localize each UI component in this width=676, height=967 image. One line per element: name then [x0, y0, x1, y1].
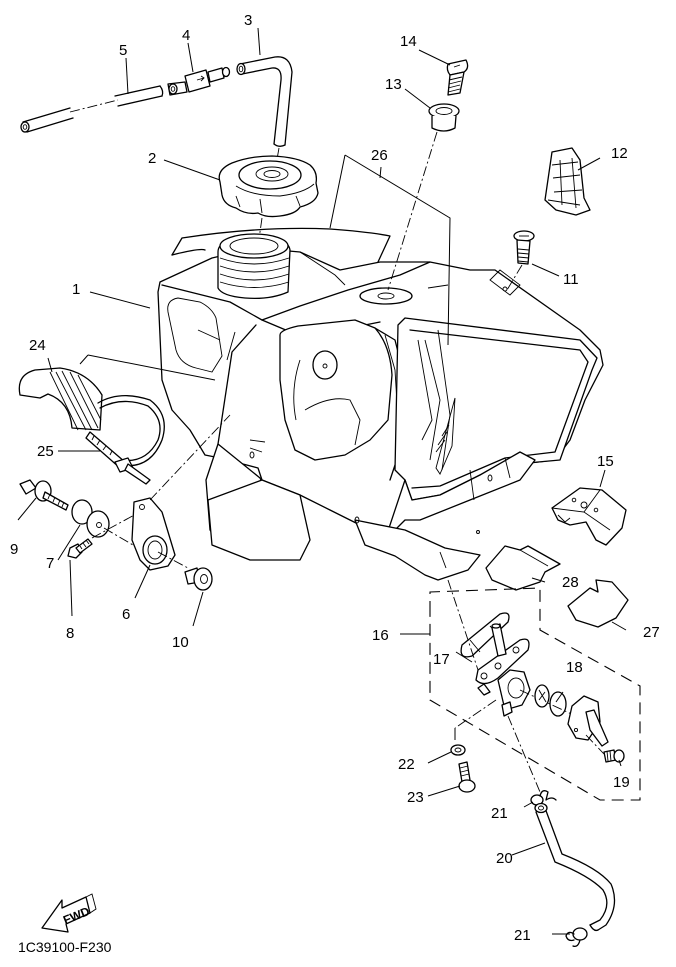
callout-2: 2	[148, 150, 156, 167]
part-drain-screw-23[interactable]	[458, 761, 476, 793]
callout-8: 8	[66, 625, 74, 642]
callout-12: 12	[611, 145, 628, 162]
part-fuel-cock-body[interactable]	[454, 623, 581, 793]
callout-26: 26	[371, 147, 388, 164]
callout-14: 14	[400, 33, 417, 50]
forward-direction-arrow-icon: FWD	[41, 893, 97, 933]
callout-7: 7	[46, 555, 54, 572]
callout-3: 3	[244, 12, 252, 29]
callout-24: 24	[29, 337, 46, 354]
part-bolt-9[interactable]	[19, 479, 69, 511]
callout-labels: 1 2 3 4 5 6 7 8 9 10 11 12 13 14 15 16 1…	[10, 12, 660, 944]
callout-15: 15	[597, 453, 614, 470]
part-bracket-6[interactable]	[131, 414, 231, 571]
callout-21-upper: 21	[491, 805, 508, 822]
callout-1: 1	[72, 281, 80, 298]
part-fuel-tank[interactable]	[157, 227, 604, 581]
part-bolt-8[interactable]	[67, 512, 139, 559]
part-fuel-hose-20[interactable]	[534, 802, 616, 932]
callout-11: 11	[563, 271, 579, 288]
drawing-code: 1C39100-F230	[18, 939, 112, 955]
part-collar-13[interactable]	[387, 103, 460, 291]
part-cable-tie-25[interactable]	[85, 395, 165, 485]
part-clip-21-lower[interactable]	[565, 927, 588, 948]
part-bent-hose[interactable]	[236, 56, 293, 166]
callout-9: 9	[10, 541, 18, 558]
part-fuel-cap[interactable]	[218, 155, 319, 247]
part-cover-15[interactable]	[551, 487, 627, 546]
part-filter[interactable]	[534, 684, 550, 708]
callout-22: 22	[398, 756, 415, 773]
callout-17: 17	[433, 651, 450, 668]
leader-lines	[17, 27, 627, 935]
callout-21-lower: 21	[514, 927, 531, 944]
part-damper-24[interactable]	[18, 354, 216, 431]
callout-28: 28	[562, 574, 579, 591]
part-clip-21-upper[interactable]	[530, 790, 557, 806]
part-o-ring-18[interactable]	[549, 691, 567, 717]
callout-4: 4	[182, 27, 190, 44]
part-pad-28[interactable]	[485, 545, 561, 591]
part-screw-19[interactable]	[585, 734, 625, 763]
callout-19: 19	[613, 774, 630, 791]
callout-20: 20	[496, 850, 513, 867]
callout-5: 5	[119, 42, 127, 59]
part-washer-22[interactable]	[450, 744, 466, 756]
part-pad-27[interactable]	[567, 579, 629, 628]
part-screw-14[interactable]	[446, 59, 469, 96]
part-clip-12[interactable]	[544, 147, 591, 216]
callout-6: 6	[122, 606, 130, 623]
callout-16: 16	[372, 627, 389, 644]
callout-25: 25	[37, 443, 54, 460]
callout-27: 27	[643, 624, 660, 641]
callout-13: 13	[385, 76, 402, 93]
part-screw-11[interactable]	[506, 230, 535, 291]
part-check-valve[interactable]	[167, 66, 231, 96]
part-collar-bolt-10[interactable]	[184, 567, 213, 591]
part-lever-plate[interactable]	[567, 695, 609, 747]
callout-23: 23	[407, 789, 424, 806]
part-fuel-cock-group[interactable]	[429, 587, 641, 801]
part-breather-hose[interactable]	[20, 85, 164, 133]
callout-10: 10	[172, 634, 189, 651]
callout-18: 18	[566, 659, 583, 676]
part-grommet-7[interactable]	[71, 499, 134, 546]
